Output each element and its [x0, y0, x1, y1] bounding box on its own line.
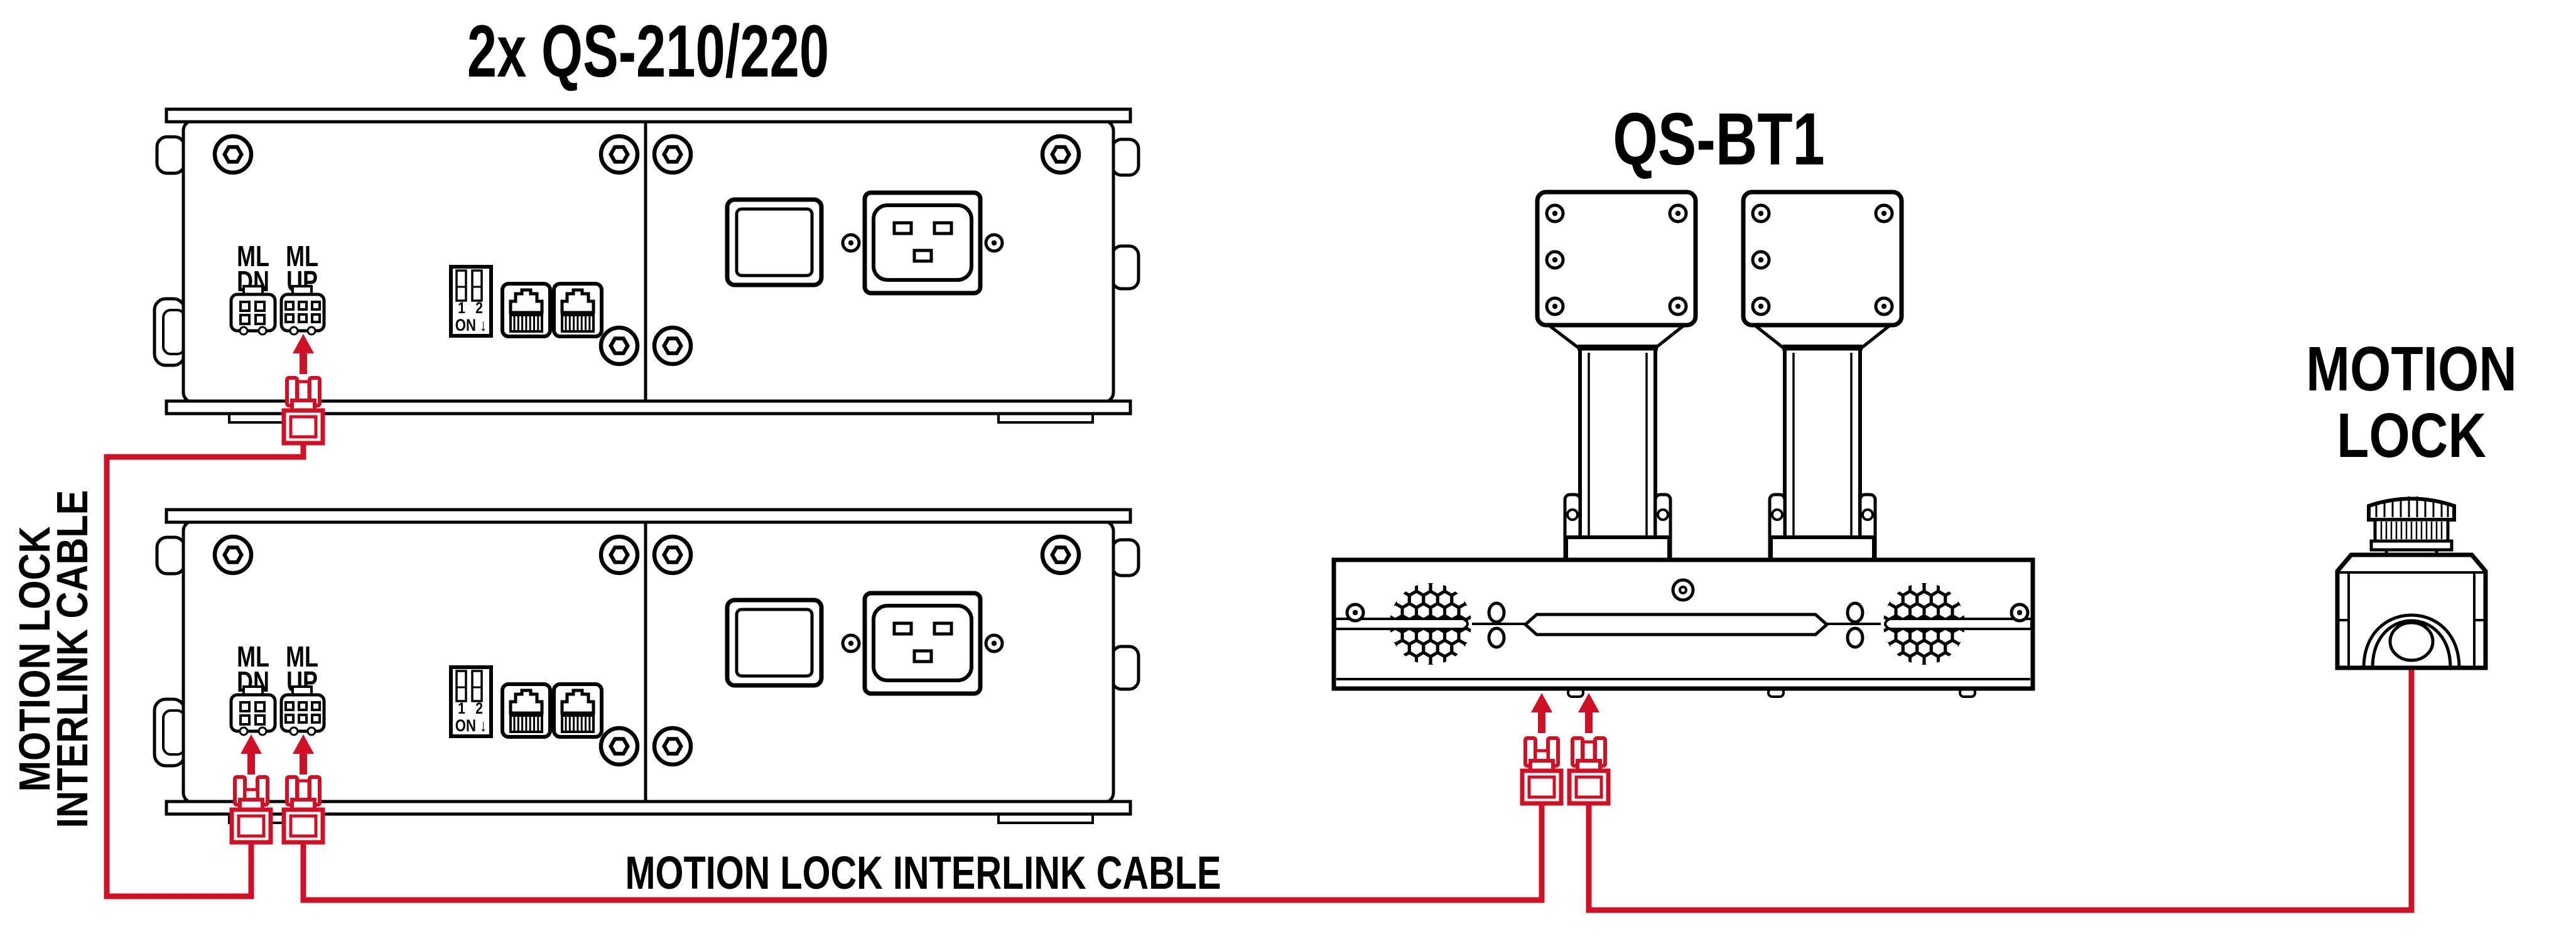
- left-post: [1563, 345, 1672, 569]
- device2-ml-up-plug: [284, 777, 323, 842]
- right-post-foot: [1769, 535, 1876, 562]
- title-qs210-220: 2x QS-210/220: [467, 9, 829, 92]
- estop-cable-gland: [2388, 621, 2435, 662]
- left-post-foot: [1564, 535, 1671, 562]
- qsbt1-right-plug: [1569, 738, 1608, 803]
- left-mid-strip: [1334, 618, 1469, 630]
- right-mid-strip: [1884, 618, 2033, 630]
- motion-lock-label-line2: LOCK: [2337, 400, 2486, 471]
- motion-lock-button: [2335, 496, 2488, 670]
- bar-center-screw: [1671, 578, 1695, 602]
- estop-housing: [2335, 552, 2488, 670]
- interlink-cables: [104, 439, 2415, 913]
- right-post-plate: [1741, 190, 1904, 350]
- handle-slot: [1523, 613, 1829, 636]
- left-post-plate: [1535, 190, 1698, 350]
- qsbt1-left-plug: [1522, 738, 1561, 803]
- title-qs-bt1: QS-BT1: [1613, 98, 1824, 181]
- vertical-cable-label-line1: MOTION LOCK: [9, 526, 59, 791]
- qs-bt1-lift: [1331, 190, 2035, 803]
- interlink-cable-device1-to-device2: [104, 439, 306, 899]
- right-post: [1768, 345, 1877, 569]
- estop-knurl-ticks: [2380, 522, 2443, 539]
- motion-lock-label-line1: MOTION: [2306, 333, 2517, 404]
- bottom-cable-label: MOTION LOCK INTERLINK CABLE: [625, 847, 1221, 899]
- qsbt1-left-arrow: [1531, 693, 1552, 733]
- base-bar: [1331, 557, 2035, 698]
- estop-cap: [2367, 496, 2456, 522]
- interlink-cable-qsbt1-to-motionlock: [1586, 655, 2415, 913]
- device1-ml-up-plug: [284, 378, 323, 443]
- qs-210-220-device-1: [154, 109, 1139, 422]
- qsbt1-right-arrow: [1578, 693, 1599, 733]
- vertical-cable-label-line2: INTERLINK CABLE: [47, 490, 97, 829]
- vertical-cable-label: MOTION LOCK INTERLINK CABLE: [9, 490, 97, 829]
- qs-210-220-device-2: [154, 510, 1139, 823]
- interlink-cable-device2-to-qsbt1: [300, 801, 1545, 903]
